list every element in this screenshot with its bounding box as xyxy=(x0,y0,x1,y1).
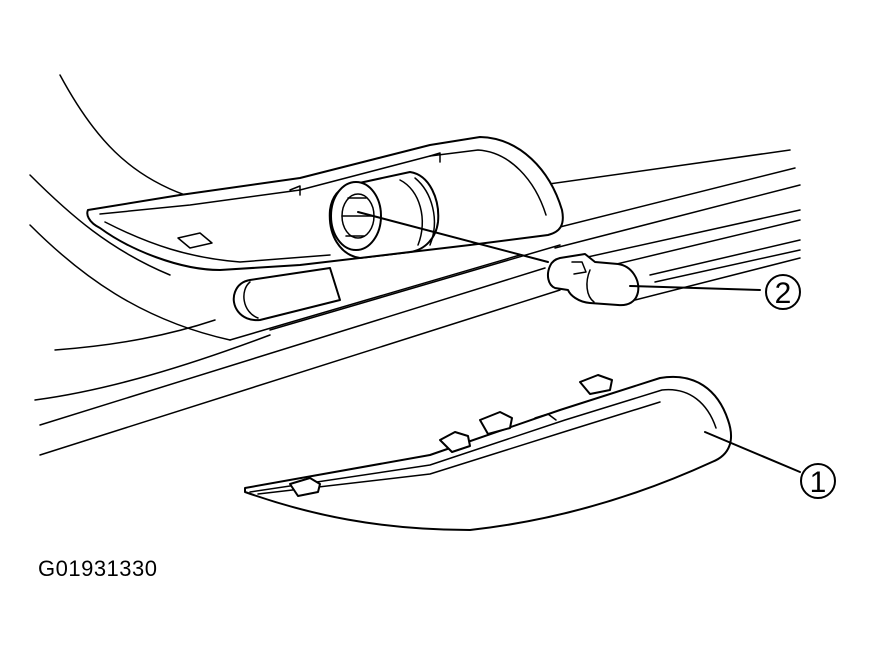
callout-1: 1 xyxy=(704,431,836,499)
callout-2-number: 2 xyxy=(775,277,792,310)
bulb-socket xyxy=(328,171,440,259)
lamp-housing xyxy=(86,136,564,322)
socket-to-bulb-leader xyxy=(357,211,549,263)
lamp-lens xyxy=(244,374,732,531)
callout-1-number: 1 xyxy=(810,466,827,499)
body-contour-lines xyxy=(29,74,271,401)
bulb xyxy=(546,253,640,307)
callout-2: 2 xyxy=(629,274,801,310)
figure-id-label: G01931330 xyxy=(38,556,158,581)
